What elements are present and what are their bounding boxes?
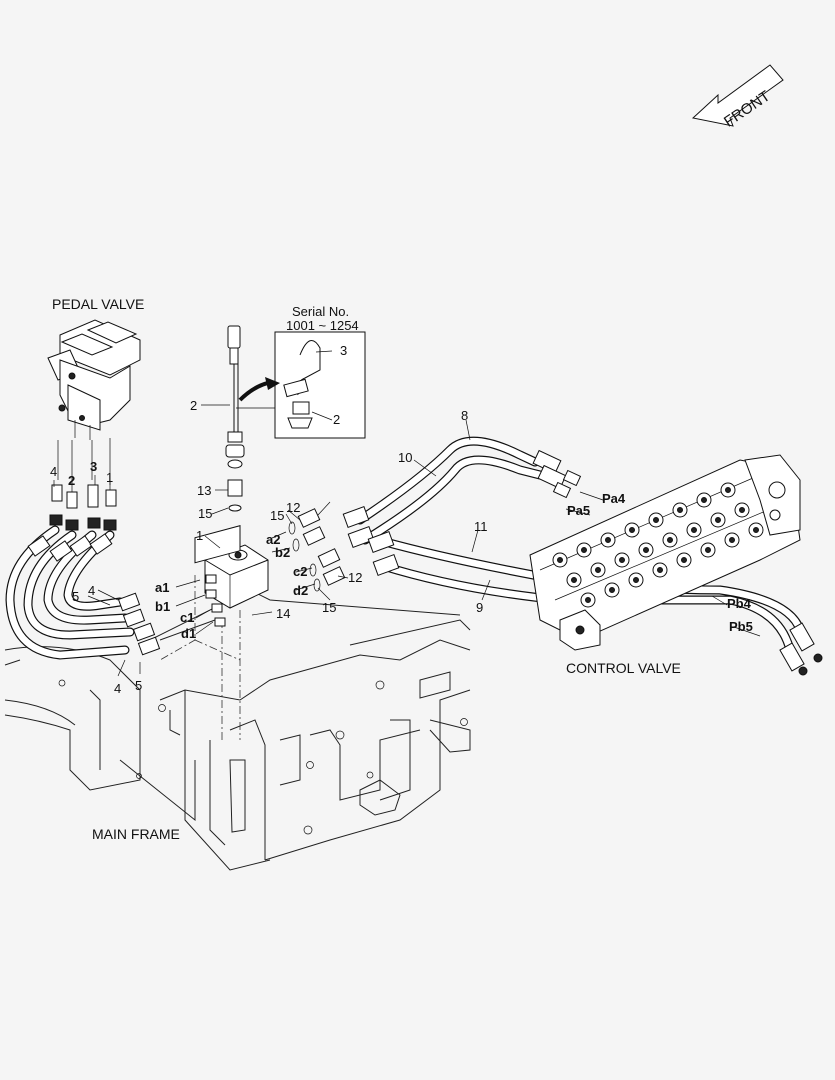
callout-4-top: 4 — [50, 464, 57, 479]
port-b1: b1 — [155, 599, 170, 614]
callout-3-inset: 3 — [340, 343, 347, 358]
port-c1: c1 — [180, 610, 194, 625]
leader-lines — [53, 350, 761, 677]
valve-spool-center — [571, 577, 577, 583]
valve-spool-center — [653, 517, 659, 523]
valve-spool-center — [629, 527, 635, 533]
callout-13: 13 — [197, 483, 211, 498]
caption-pedal-valve: PEDAL VALVE — [52, 296, 144, 312]
valve-spool-center — [701, 497, 707, 503]
valve-spool-center — [753, 527, 759, 533]
callout-2: 2 — [190, 398, 197, 413]
valve-spool-center — [705, 547, 711, 553]
callout-5-b: 5 — [135, 678, 142, 693]
caption-control-valve: CONTROL VALVE — [566, 660, 681, 676]
valve-spool-center — [729, 537, 735, 543]
pedal-hoses — [5, 525, 161, 660]
callout-12-b: 12 — [348, 570, 362, 585]
labels: PEDAL VALVE CONTROL VALVE MAIN FRAME FRO… — [50, 88, 773, 842]
port-pb4: Pb4 — [727, 596, 752, 611]
serial-label: Serial No. — [292, 304, 349, 319]
port-pa4: Pa4 — [602, 491, 626, 506]
valve-spool-center — [605, 537, 611, 543]
pilot-block-drawing — [194, 525, 269, 627]
valve-spool-center — [691, 527, 697, 533]
callout-4-b: 4 — [114, 681, 121, 696]
serial-range: 1001 ~ 1254 — [286, 318, 359, 333]
callout-2-inset: 2 — [333, 412, 340, 427]
callout-5-a: 5 — [72, 589, 79, 604]
block-fittings — [288, 508, 346, 592]
valve-spool-center — [725, 487, 731, 493]
pressure-switch-drawing — [225, 325, 245, 512]
valve-spool-center — [677, 507, 683, 513]
callout-15-b: 15 — [270, 508, 284, 523]
callout-9: 9 — [476, 600, 483, 615]
valve-spool-center — [609, 587, 615, 593]
callout-12-a: 12 — [286, 500, 300, 515]
port-d1: d1 — [181, 626, 196, 641]
valve-spool-center — [739, 507, 745, 513]
caption-main-frame: MAIN FRAME — [92, 826, 180, 842]
front-arrow-icon — [691, 64, 784, 127]
port-a1: a1 — [155, 580, 169, 595]
valve-spool-center — [667, 537, 673, 543]
port-d2: d2 — [293, 583, 308, 598]
serial-inset — [238, 331, 366, 439]
callout-8: 8 — [461, 408, 468, 423]
callout-15-a: 15 — [198, 506, 212, 521]
callout-11: 11 — [474, 519, 488, 534]
port-pa5: Pa5 — [567, 503, 590, 518]
callout-1-top: 1 — [106, 470, 113, 485]
callout-10: 10 — [398, 450, 412, 465]
callout-4-a: 4 — [88, 583, 95, 598]
valve-spool-center — [633, 577, 639, 583]
callout-15-c: 15 — [322, 600, 336, 615]
valve-spool-center — [595, 567, 601, 573]
valve-spool-center — [657, 567, 663, 573]
valve-spool-center — [619, 557, 625, 563]
valve-spool-center — [585, 597, 591, 603]
port-pb5: Pb5 — [729, 619, 753, 634]
control-valve-drawing — [529, 454, 801, 651]
callout-1: 1 — [196, 528, 203, 543]
callout-3-top: 3 — [90, 459, 97, 474]
valve-spool-center — [557, 557, 563, 563]
port-b2: b2 — [275, 545, 290, 560]
port-c2: c2 — [293, 564, 307, 579]
valve-spool-center — [681, 557, 687, 563]
callout-2-top: 2 — [68, 473, 75, 488]
pedal-port-fittings — [49, 438, 117, 531]
main-frame-drawing — [4, 575, 471, 871]
pedal-valve-drawing — [47, 319, 141, 440]
callout-14: 14 — [276, 606, 290, 621]
valve-spool-center — [581, 547, 587, 553]
port-a2: a2 — [266, 532, 280, 547]
valve-spool-center — [643, 547, 649, 553]
valve-spool-center — [715, 517, 721, 523]
